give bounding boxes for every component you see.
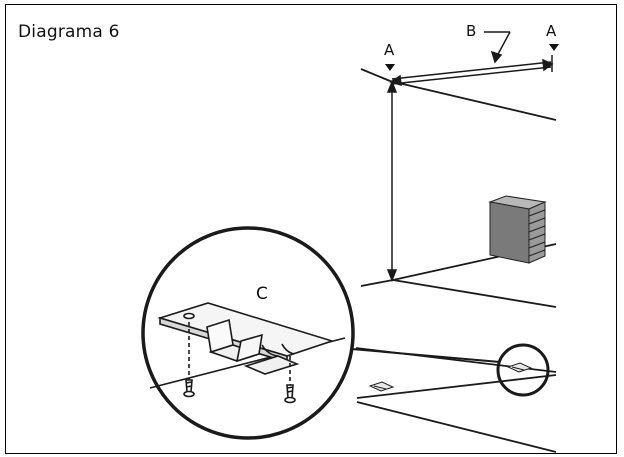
label-c: C [256,284,268,304]
floor-depth-line [392,279,557,308]
label-a-right: A [546,22,557,40]
label-b: B [466,22,476,40]
ceiling-wall-line [389,80,557,121]
dimension-b [389,31,554,87]
label-a-left: A [384,41,395,59]
ceiling-front-edge [360,68,391,82]
detail-circle-small [496,343,550,397]
floor-line-bottom-a [356,374,557,399]
a-markers [385,44,559,71]
height-dimension [386,79,398,283]
floor-front-edge [360,279,394,287]
bracket-detail [149,302,346,404]
floor-line-bottom-b [356,401,557,453]
far-brackets [368,362,533,392]
a-right-marker [549,44,559,51]
detail-connector [339,347,501,363]
a-left-marker [385,64,395,71]
cabinet [488,195,547,264]
diagram-title: Diagrama 6 [18,22,120,42]
